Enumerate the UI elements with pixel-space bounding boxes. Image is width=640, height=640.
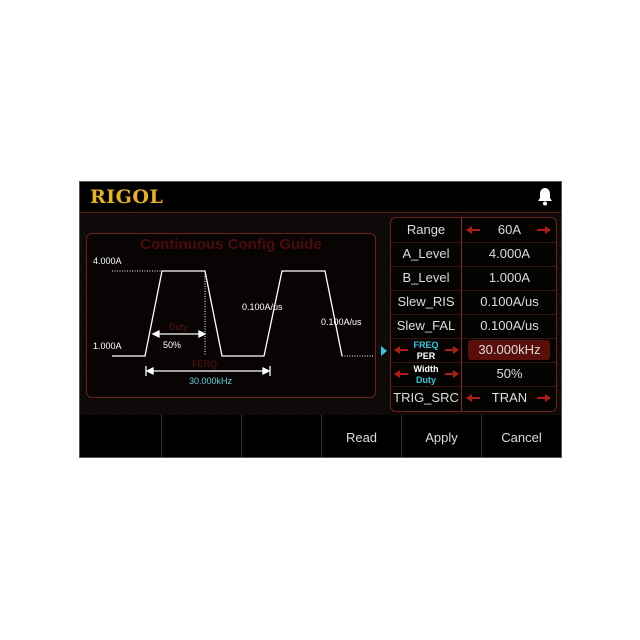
arrow-left-icon[interactable]	[466, 226, 480, 234]
a-level-value[interactable]: 4.000A	[488, 246, 531, 261]
b-level-param-label: B_Level	[402, 270, 450, 285]
range-value[interactable]: 60A	[497, 222, 522, 237]
row-range[interactable]: Range 60A	[391, 218, 556, 243]
arrow-right-icon[interactable]	[537, 226, 551, 234]
header-bar: RIGOL	[80, 182, 561, 213]
bell-icon[interactable]	[537, 186, 553, 206]
b-level-value[interactable]: 1.000A	[488, 270, 531, 285]
freq-value-field[interactable]: 30.000kHz	[462, 338, 556, 362]
softkey-bar: Read Apply Cancel	[80, 415, 561, 457]
trig-src-value[interactable]: TRAN	[491, 390, 528, 405]
rigol-logo: RIGOL	[90, 186, 164, 208]
row-freq-per[interactable]: FREQ PER 30.000kHz	[391, 338, 556, 363]
selected-highlight	[468, 340, 550, 360]
arrow-right-icon[interactable]	[445, 370, 459, 378]
cancel-button[interactable]: Cancel	[501, 430, 542, 445]
arrow-right-icon[interactable]	[537, 394, 551, 402]
duty-option: Duty	[416, 375, 436, 385]
selection-cursor-icon	[381, 346, 387, 356]
slew-ris-label: Slew_RIS	[397, 294, 455, 309]
duty-value-field[interactable]: 50%	[496, 366, 523, 381]
row-slew-ris[interactable]: Slew_RIS 0.100A/us	[391, 290, 556, 315]
read-button[interactable]: Read	[322, 415, 402, 457]
row-b-level[interactable]: B_Level 1.000A	[391, 266, 556, 291]
trig-src-label: TRIG_SRC	[393, 390, 459, 405]
row-slew-fal[interactable]: Slew_FAL 0.100A/us	[391, 314, 556, 339]
row-width-duty[interactable]: Width Duty 50%	[391, 362, 556, 387]
range-label: Range	[406, 222, 446, 237]
config-guide-panel: Continuous Config Guide	[86, 233, 376, 398]
per-option: PER	[416, 351, 436, 361]
freq-option: FREQ	[413, 340, 439, 350]
arrow-left-icon[interactable]	[394, 346, 408, 354]
apply-button[interactable]: Apply	[402, 415, 482, 457]
freq-value-text: 30.000kHz	[478, 342, 541, 357]
row-trig-src[interactable]: TRIG_SRC TRAN	[391, 386, 556, 410]
slew-fal-value[interactable]: 0.100A/us	[480, 318, 539, 333]
row-a-level[interactable]: A_Level 4.000A	[391, 242, 556, 267]
slew-fal-label: Slew_FAL	[396, 318, 456, 333]
guide-title: Continuous Config Guide	[140, 236, 322, 253]
slew-ris-value[interactable]: 0.100A/us	[480, 294, 539, 309]
softkey-3[interactable]	[242, 415, 322, 457]
a-level-param-label: A_Level	[402, 246, 450, 261]
width-option: Width	[413, 364, 439, 374]
arrow-right-icon[interactable]	[445, 346, 459, 354]
softkey-2[interactable]	[162, 415, 242, 457]
arrow-left-icon[interactable]	[394, 370, 408, 378]
softkey-1[interactable]	[80, 415, 162, 457]
arrow-left-icon[interactable]	[466, 394, 480, 402]
parameter-table: Range 60A A_Level 4.000A B_Level 1.000A …	[390, 217, 557, 412]
